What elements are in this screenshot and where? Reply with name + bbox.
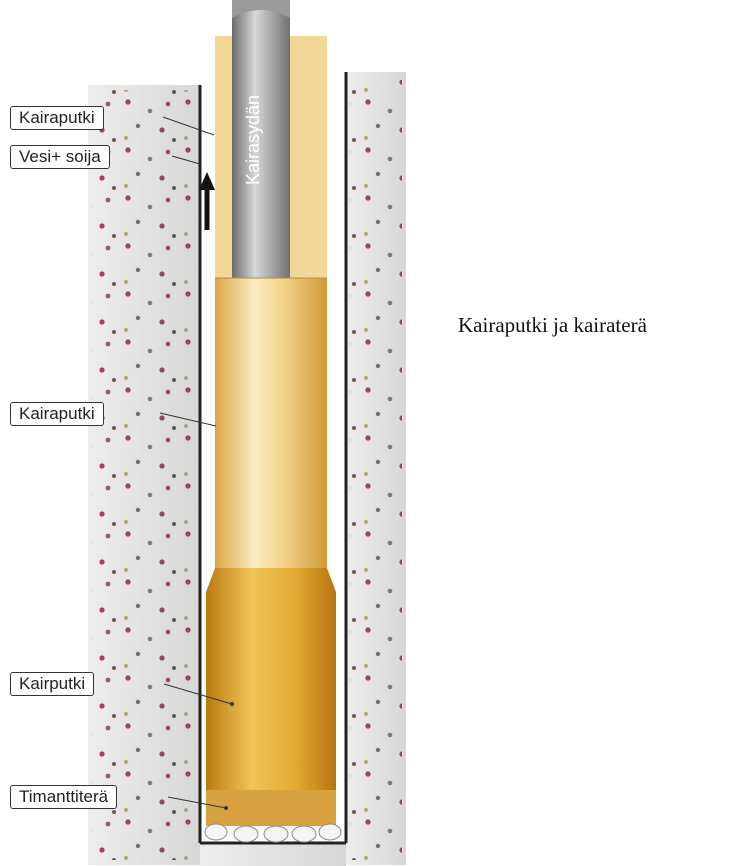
ground-right-pebbles xyxy=(350,80,402,860)
diagram-caption: Kairaputki ja kairaterä xyxy=(458,313,647,338)
lower-pipe xyxy=(215,278,327,568)
diamond-teeth xyxy=(205,824,341,842)
bit-taper xyxy=(206,568,336,592)
ground-bottom xyxy=(200,842,346,866)
core-label: Kairasydän xyxy=(242,115,264,185)
label-kairaputki-mid: Kairaputki xyxy=(10,402,104,426)
ground-left-pebbles xyxy=(92,90,196,860)
label-kairputki: Kairputki xyxy=(10,672,94,696)
label-kairaputki-top: Kairaputki xyxy=(10,106,104,130)
bit-body xyxy=(206,592,336,790)
label-vesi-soija: Vesi+ soija xyxy=(10,145,110,169)
label-timanttitera: Timanttiterä xyxy=(10,785,117,809)
